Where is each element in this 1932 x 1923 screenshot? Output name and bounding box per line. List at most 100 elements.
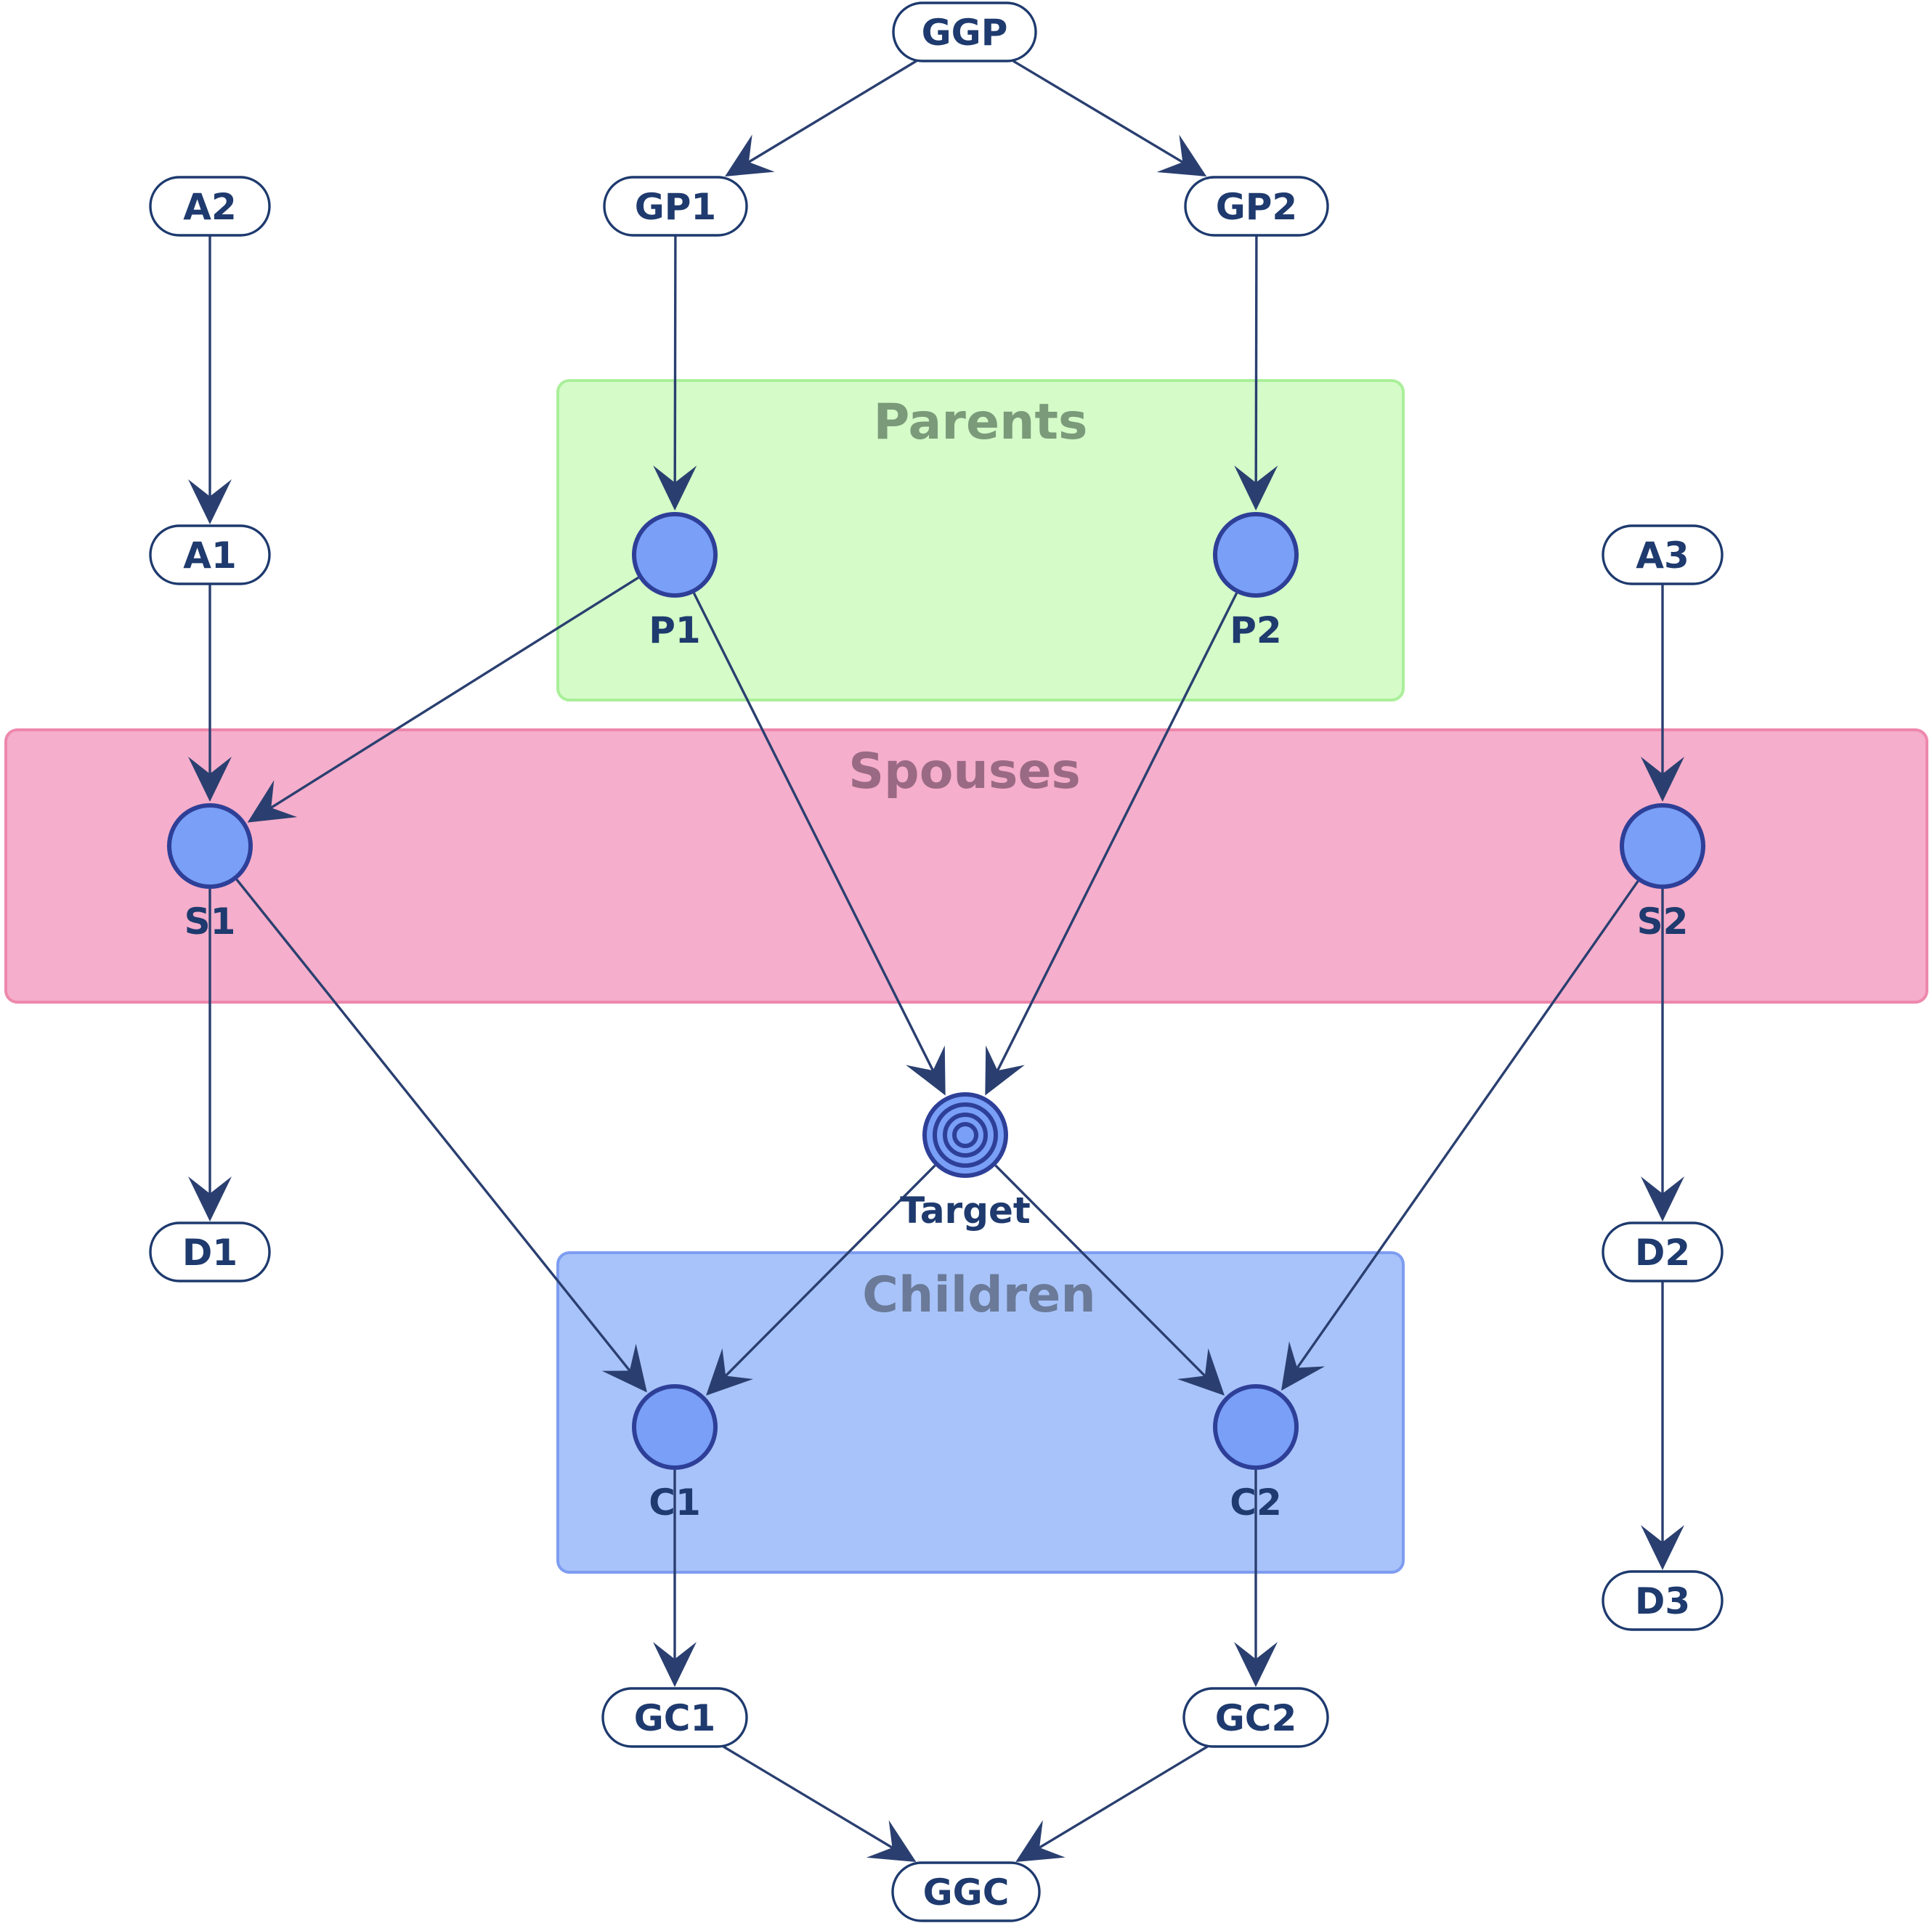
arrowhead-icon <box>653 1642 697 1687</box>
node-pill <box>149 524 271 585</box>
edge-s2-c2 <box>1280 880 1639 1391</box>
edge-line <box>747 60 917 164</box>
edge-line <box>1295 880 1639 1370</box>
node-label: C1 <box>649 1481 700 1524</box>
edge-gc2-ggc <box>1015 1745 1209 1862</box>
edge-gc1-ggc <box>722 1745 917 1862</box>
arrowhead-icon <box>1234 1642 1278 1687</box>
edge-line <box>722 1745 894 1850</box>
node-d1[interactable]: D1 <box>149 1221 271 1282</box>
arrowhead-icon <box>188 757 232 802</box>
edge-line <box>1038 1745 1209 1850</box>
node-a3[interactable]: A3 <box>1602 524 1724 585</box>
node-label: GGC <box>923 1871 1010 1914</box>
node-label: S1 <box>184 900 236 943</box>
arrowhead-icon <box>985 1045 1025 1096</box>
node-c1[interactable]: C1 <box>632 1384 718 1524</box>
edge-s1-c1 <box>235 879 647 1393</box>
edge-c2-gc2 <box>1234 1470 1278 1687</box>
arrowhead-icon <box>725 134 775 176</box>
arrowhead-icon <box>706 1348 754 1396</box>
node-circle <box>632 1384 718 1470</box>
arrowhead-icon <box>188 1176 232 1221</box>
edge-target-c1 <box>706 1164 936 1396</box>
node-pill <box>1602 1570 1724 1631</box>
target-ring <box>952 1122 978 1148</box>
group-parents-box <box>556 379 1405 702</box>
arrowhead-icon <box>1234 465 1278 511</box>
arrowhead-icon <box>1641 757 1684 802</box>
node-gc2[interactable]: GC2 <box>1182 1687 1329 1748</box>
group-spouses: Spouses <box>4 728 1928 1004</box>
node-label: A2 <box>183 186 237 228</box>
node-circle <box>167 803 253 889</box>
node-a2[interactable]: A2 <box>149 176 271 237</box>
node-circle <box>632 512 718 598</box>
edges-layer <box>188 60 1684 1862</box>
node-label: GC2 <box>1215 1697 1297 1739</box>
node-pill <box>149 1221 271 1282</box>
edge-p1-target <box>692 592 946 1096</box>
edge-line <box>1012 60 1185 164</box>
node-label: Target <box>900 1190 1031 1232</box>
node-ggc[interactable]: GGC <box>891 1861 1041 1922</box>
group-spouses-title: Spouses <box>848 743 1081 800</box>
edge-line <box>724 1164 936 1378</box>
edge-line <box>996 592 1238 1072</box>
node-d2[interactable]: D2 <box>1602 1221 1724 1282</box>
node-pill <box>1602 524 1724 585</box>
node-p2[interactable]: P2 <box>1213 512 1299 651</box>
edge-s1-d1 <box>188 889 232 1221</box>
node-label: C2 <box>1230 1481 1281 1524</box>
arrowhead-icon <box>653 465 697 511</box>
node-d3[interactable]: D3 <box>1602 1570 1724 1631</box>
node-s2[interactable]: S2 <box>1620 803 1705 943</box>
edge-c1-gc1 <box>653 1470 697 1687</box>
edge-line <box>269 576 639 810</box>
edge-target-c2 <box>994 1164 1225 1396</box>
node-s1[interactable]: S1 <box>167 803 253 943</box>
edge-line <box>235 879 631 1373</box>
edge-line <box>994 1164 1206 1378</box>
node-gc1[interactable]: GC1 <box>601 1687 748 1748</box>
arrowhead-icon <box>1641 1525 1684 1570</box>
edge-d2-d3 <box>1641 1281 1684 1570</box>
arrowhead-icon <box>1641 1176 1684 1221</box>
node-ggp[interactable]: GGP <box>892 1 1037 62</box>
node-label: D3 <box>1635 1580 1690 1622</box>
edge-a3-s2 <box>1641 584 1684 802</box>
arrowhead-icon <box>866 1820 917 1862</box>
group-children-title: Children <box>862 1267 1096 1324</box>
group-spouses-box <box>4 728 1928 1004</box>
edge-s2-d2 <box>1641 889 1684 1221</box>
node-label: A3 <box>1636 534 1689 577</box>
edge-a2-a1 <box>188 235 232 524</box>
node-a1[interactable]: A1 <box>149 524 271 585</box>
arrowhead-icon <box>1177 1348 1225 1396</box>
node-target[interactable]: Target <box>900 1092 1031 1232</box>
group-parents-title: Parents <box>874 394 1088 451</box>
edge-gp2-p2 <box>1234 235 1278 511</box>
node-pill <box>149 176 271 237</box>
edge-gp1-p1 <box>653 235 697 511</box>
arrowhead-icon <box>601 1343 647 1393</box>
node-gp2[interactable]: GP2 <box>1184 176 1329 237</box>
node-pill <box>1602 1221 1724 1282</box>
group-parents: Parents <box>556 379 1405 702</box>
node-pill <box>603 176 748 237</box>
edge-line <box>1254 235 1258 484</box>
node-pill <box>1184 176 1329 237</box>
edge-p1-s1 <box>247 576 639 823</box>
arrowhead-icon <box>1280 1341 1326 1391</box>
edge-line <box>692 592 935 1072</box>
node-p1[interactable]: P1 <box>632 512 718 651</box>
node-label: S2 <box>1637 900 1689 943</box>
node-label: GP2 <box>1216 186 1297 228</box>
node-circle <box>1213 1384 1299 1470</box>
node-label: P1 <box>649 609 700 651</box>
node-c2[interactable]: C2 <box>1213 1384 1299 1524</box>
edge-ggp-gp2 <box>1012 60 1207 176</box>
node-gp1[interactable]: GP1 <box>603 176 748 237</box>
node-label: GP1 <box>635 186 716 228</box>
